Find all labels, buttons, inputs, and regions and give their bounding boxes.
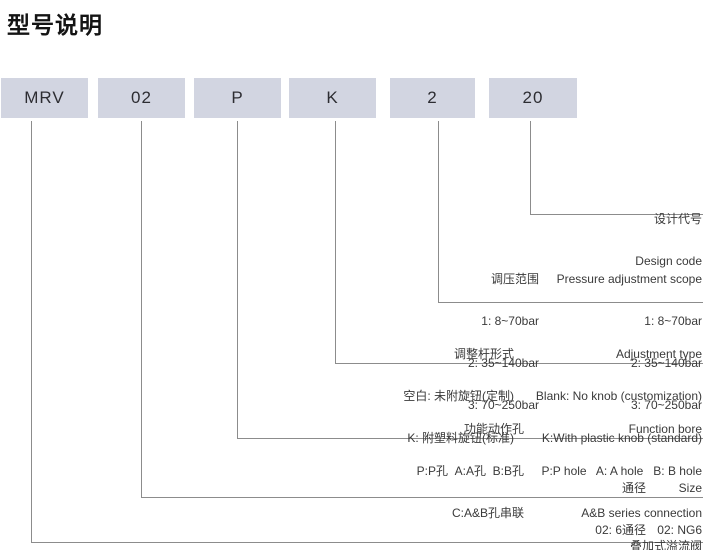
adjustment-row-blank: 空白: 未附旋钮(定制)Blank: No knob (customizatio… <box>403 389 702 403</box>
model-code-box-mrv: MRV <box>1 78 88 118</box>
design-code-cn: 设计代号 <box>653 212 702 226</box>
model-code-box-function: P <box>194 78 281 118</box>
model-code-box-size: 02 <box>98 78 185 118</box>
section-design-code: 设计代号 Design code <box>635 184 702 296</box>
model-code-box-pressure: 2 <box>390 78 475 118</box>
connector-line-design-code <box>530 121 703 215</box>
design-code-en: Design code <box>635 254 702 268</box>
connector-line-pressure <box>438 121 703 303</box>
product-name-cn: 叠加式溢流阀 <box>629 539 702 550</box>
connector-line-product <box>31 121 703 543</box>
connector-line-size <box>141 121 703 498</box>
page-title: 型号说明 <box>7 12 103 38</box>
section-product-name: 叠加式溢流阀 Modular relief valves <box>592 511 702 550</box>
adjustment-row-k: K: 附塑料旋钮(标准)K:With plastic knob (standar… <box>407 431 702 445</box>
connector-line-adjustment <box>335 121 703 364</box>
model-code-box-design: 20 <box>489 78 577 118</box>
model-code-box-adjustment: K <box>289 78 376 118</box>
connector-line-function-bore <box>237 121 703 439</box>
